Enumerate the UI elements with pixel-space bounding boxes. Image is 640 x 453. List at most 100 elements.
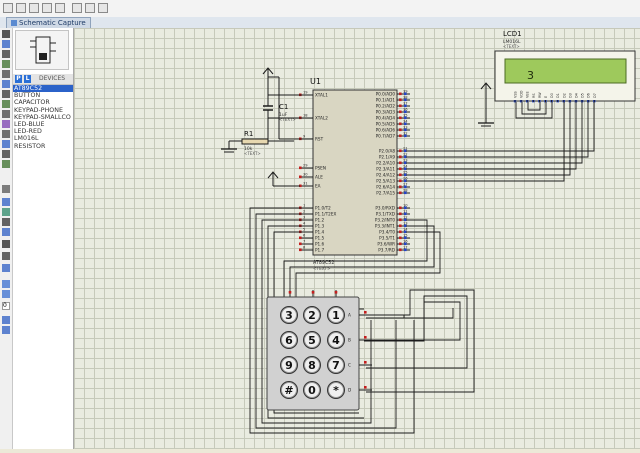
circle-icon[interactable] — [2, 208, 10, 216]
text-script-icon[interactable] — [2, 70, 10, 78]
bus-icon[interactable] — [2, 80, 10, 88]
import-icon[interactable] — [42, 3, 52, 13]
mcu-pin-name: P3.2/INT0 — [375, 218, 396, 223]
device-item[interactable]: CAPACITOR — [14, 99, 50, 107]
keypad-key-star[interactable]: * — [327, 381, 345, 399]
junction-icon[interactable] — [2, 50, 10, 58]
lcd-pin-label: E — [544, 96, 548, 98]
angle-field-icon[interactable]: 0 — [2, 302, 10, 310]
resistor-component[interactable]: R1 10k <TEXT> — [229, 130, 294, 156]
keypad-key-9[interactable]: 9 — [280, 356, 298, 374]
mcu-ref-label: U1 — [310, 77, 321, 86]
export-icon[interactable] — [55, 3, 65, 13]
device-list: AT89C52 BUTTON CAPACITOR KEYPAD-PHONE KE… — [13, 85, 73, 150]
keypad-key-1[interactable]: 1 — [327, 306, 345, 324]
device-pin-icon[interactable] — [2, 110, 10, 118]
lcd-pin-label: D2 — [562, 93, 566, 98]
device-item[interactable]: LM016L — [14, 135, 39, 143]
new-file-icon[interactable] — [3, 3, 13, 13]
keypad-row-pin: C — [348, 361, 372, 368]
graph-icon[interactable] — [2, 120, 10, 128]
mcu-pin-name: P0.3/AD3 — [376, 110, 396, 115]
tape-recorder-icon[interactable] — [2, 130, 10, 138]
device-item[interactable]: LED-BLUE — [14, 120, 45, 128]
mirror-x-icon[interactable] — [2, 316, 10, 324]
line-icon[interactable] — [2, 185, 10, 193]
selection-arrow-icon[interactable] — [2, 30, 10, 38]
lcd-pin: D4 — [575, 93, 579, 103]
keypad-key-3[interactable]: 3 — [280, 306, 298, 324]
mcu-pin-name: XTAL2 — [315, 116, 328, 121]
wire-label-icon[interactable] — [2, 60, 10, 68]
mcu-pin-number: 31 — [303, 182, 308, 186]
generator-icon[interactable] — [2, 140, 10, 148]
lcd-pin: D1 — [556, 93, 560, 103]
symbol-icon[interactable] — [2, 252, 10, 260]
save-icon[interactable] — [29, 3, 39, 13]
marker-icon[interactable] — [2, 264, 10, 272]
device-item[interactable]: AT89C52 — [13, 85, 73, 93]
keypad-row-label: B — [348, 338, 351, 343]
rotate-ccw-icon[interactable] — [2, 290, 10, 298]
keypad-key-8[interactable]: 8 — [303, 356, 321, 374]
schematic-icon[interactable] — [98, 3, 108, 13]
device-item[interactable]: LED-RED — [14, 128, 42, 136]
terminal-icon[interactable] — [2, 100, 10, 108]
keypad-key-6[interactable]: 6 — [280, 331, 298, 349]
device-item[interactable]: BUTTON — [14, 92, 41, 100]
device-item[interactable]: KEYPAD-PHONE — [14, 106, 63, 114]
pick-devices-button[interactable]: P — [15, 75, 22, 83]
arc-icon[interactable] — [2, 218, 10, 226]
open-file-icon[interactable] — [16, 3, 26, 13]
power-terminal[interactable] — [262, 67, 280, 139]
library-manager-button[interactable]: L — [24, 75, 31, 83]
mcu-pin-name: P0.7/AD7 — [376, 134, 396, 139]
mcu-pin-name: P3.1/TXD — [376, 212, 395, 217]
device-item[interactable]: KEYPAD-SMALLCO — [14, 113, 71, 121]
mcu-pin-name: P2.6/A14 — [376, 185, 395, 190]
path-icon[interactable] — [2, 228, 10, 236]
mirror-y-icon[interactable] — [2, 326, 10, 334]
subcircuit-icon[interactable] — [2, 90, 10, 98]
mcu-pin-number: 25 — [403, 171, 408, 175]
mcu-pin-name: P1.6 — [315, 242, 325, 247]
mcu-pin-name: P1.3 — [315, 224, 325, 229]
resistor-body — [241, 138, 269, 145]
probe-icon[interactable] — [2, 150, 10, 158]
keypad-key-5[interactable]: 5 — [303, 331, 321, 349]
wires — [249, 94, 595, 434]
virtual-instrument-icon[interactable] — [2, 160, 10, 168]
component-mode-icon[interactable] — [2, 40, 10, 48]
rotate-cw-icon[interactable] — [2, 280, 10, 288]
keypad-key-7[interactable]: 7 — [327, 356, 345, 374]
lcd-ground — [478, 82, 494, 127]
power-terminal[interactable] — [267, 171, 300, 187]
keypad-key-label: 6 — [285, 334, 293, 347]
mcu-pin-name: P2.5/A13 — [376, 179, 395, 184]
device-item[interactable]: RESISTOR — [14, 142, 46, 150]
mcu-pin-name: EA — [315, 184, 321, 189]
mcu-right-pins: 39P0.0/AD038P0.1/AD137P0.2/AD236P0.3/AD3… — [375, 90, 410, 253]
keypad-key-4[interactable]: 4 — [327, 331, 345, 349]
keypad-key-hash[interactable]: # — [280, 381, 298, 399]
home-icon[interactable] — [85, 3, 95, 13]
keypad-key-0[interactable]: 0 — [303, 381, 321, 399]
print-icon[interactable] — [72, 3, 82, 13]
mcu-pin-name: P3.4/T0 — [379, 230, 395, 235]
text-icon[interactable] — [2, 240, 10, 248]
keypad-key-2[interactable]: 2 — [303, 306, 321, 324]
tab-schematic-capture[interactable]: Schematic Capture — [6, 17, 91, 28]
capacitor-component[interactable]: C1 1uF <TEXT> — [263, 95, 296, 139]
mcu-pin-number: 36 — [403, 108, 408, 112]
box-icon[interactable] — [2, 198, 10, 206]
mcu-pin-name: P1.0/T2 — [315, 206, 331, 211]
